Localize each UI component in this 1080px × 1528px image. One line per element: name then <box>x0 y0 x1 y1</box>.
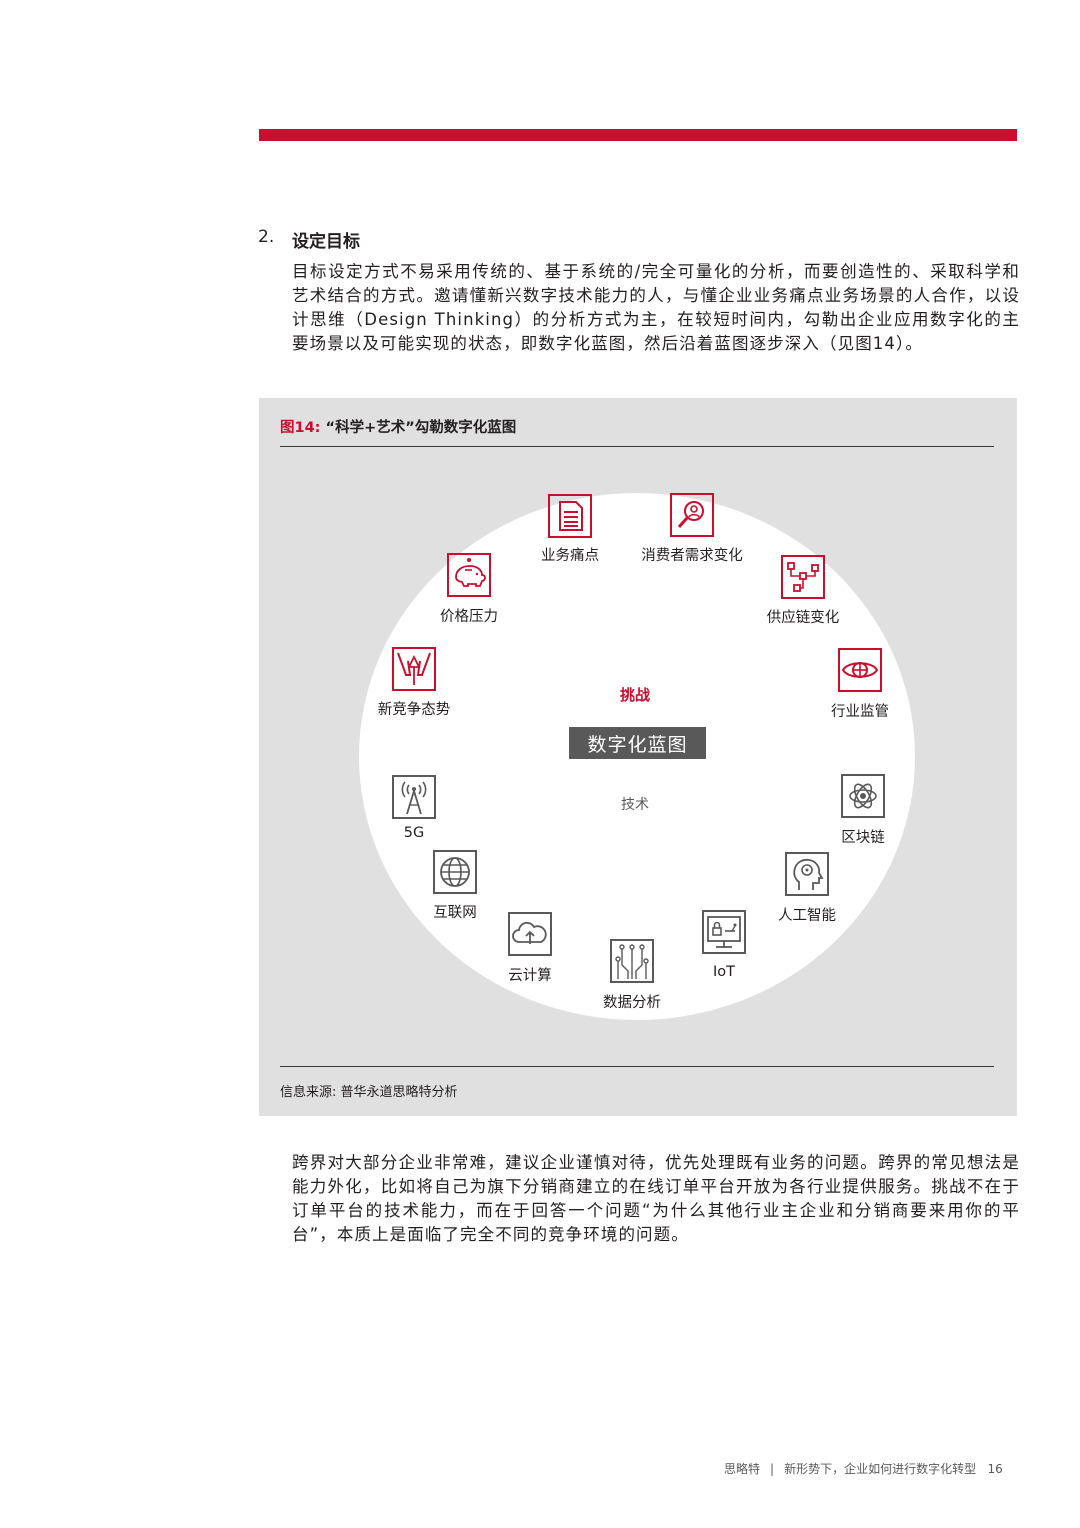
blueprint-center-box: 数字化蓝图 <box>569 727 706 759</box>
blockchain-icon <box>841 774 885 818</box>
section-title: 设定目标 <box>292 232 360 252</box>
closing-paragraph: 跨界对大部分企业非常难，建议企业谨慎对待，优先处理既有业务的问题。跨界的常见想法… <box>292 1153 1020 1244</box>
competition-icon <box>392 647 436 691</box>
figure-number: 图14: <box>280 420 321 436</box>
figure-title: 图14: “科学+艺术”勾勒数字化蓝图 <box>280 416 516 437</box>
figure-top-rule <box>280 446 994 447</box>
challenge-label-regulation: 行业监管 <box>831 704 889 720</box>
tech-label-internet: 互联网 <box>433 905 477 921</box>
section-paragraph: 目标设定方式不易采用传统的、基于系统的/完全可量化的分析，而要创造性的、采取科学… <box>292 262 1020 353</box>
globe-icon <box>433 850 477 894</box>
antenna-icon <box>392 775 436 819</box>
challenge-label-consumer-demand: 消费者需求变化 <box>641 548 743 564</box>
ai-head-icon <box>785 852 829 896</box>
challenge-label: 挑战 <box>620 686 651 704</box>
top-accent-bar <box>259 129 1017 141</box>
challenge-label-price-pressure: 价格压力 <box>440 609 498 625</box>
piggy-bank-icon <box>447 553 491 597</box>
cloud-icon <box>508 912 552 956</box>
figure-source: 信息来源: 普华永道思略特分析 <box>280 1085 458 1100</box>
tech-label: 技术 <box>621 797 649 813</box>
footer-doc-title: 新形势下，企业如何进行数字化转型 <box>784 1462 977 1476</box>
tech-label-iot: IoT <box>712 964 736 980</box>
figure-bottom-rule <box>280 1066 994 1067</box>
tech-label-5g: 5G <box>403 825 425 841</box>
challenge-label-pain-points: 业务痛点 <box>541 548 599 564</box>
supply-chain-icon <box>781 555 825 599</box>
figure-title-text: “科学+艺术”勾勒数字化蓝图 <box>325 420 517 436</box>
figure-panel: 图14: “科学+艺术”勾勒数字化蓝图 挑战 数字化蓝图 技术 业务痛点 消费者… <box>259 398 1017 1116</box>
circuit-icon <box>610 939 654 983</box>
iot-icon <box>702 910 746 954</box>
consumer-search-icon <box>670 493 714 537</box>
page-footer: 思略特 | 新形势下，企业如何进行数字化转型 16 <box>724 1460 1003 1477</box>
footer-brand: 思略特 <box>724 1462 761 1476</box>
tech-label-blockchain: 区块链 <box>841 830 885 846</box>
footer-separator: | <box>770 1462 775 1476</box>
document-icon <box>548 494 592 538</box>
tech-label-data-analytics: 数据分析 <box>603 995 661 1011</box>
challenge-label-supply-chain: 供应链变化 <box>766 610 840 626</box>
section-number: 2. <box>258 227 275 247</box>
eye-icon <box>838 648 882 692</box>
tech-label-cloud: 云计算 <box>508 968 552 984</box>
tech-label-ai: 人工智能 <box>778 908 836 924</box>
page-number: 16 <box>987 1462 1003 1476</box>
challenge-label-competition: 新竞争态势 <box>377 702 451 718</box>
